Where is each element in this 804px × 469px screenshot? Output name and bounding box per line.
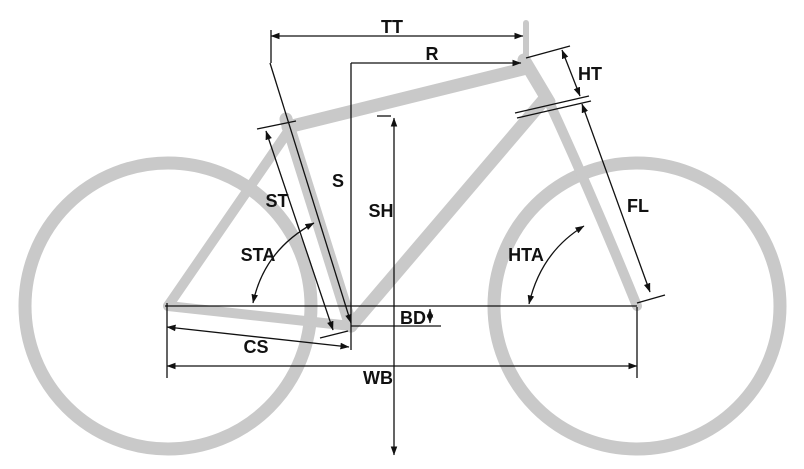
label-head-tube-angle: HTA bbox=[508, 245, 544, 265]
head-tube-angle-arc bbox=[527, 225, 585, 305]
label-standover: SH bbox=[368, 201, 393, 221]
top-tube bbox=[281, 62, 530, 134]
dimension-labels: TT R HT FL S SH ST STA HTA CS BD WB bbox=[241, 17, 649, 388]
label-seat-tube-angle: STA bbox=[241, 245, 276, 265]
label-reach: R bbox=[426, 44, 439, 64]
seat-tube-tick-top bbox=[256, 120, 297, 130]
label-fork-length: FL bbox=[627, 196, 649, 216]
label-wheelbase: WB bbox=[363, 368, 393, 388]
seat-tube-angle-arc bbox=[251, 222, 315, 304]
label-chainstay: CS bbox=[243, 337, 268, 357]
label-stack: S bbox=[332, 171, 344, 191]
head-tube-tick-top bbox=[525, 45, 571, 59]
seat-tube-tick-bottom bbox=[319, 330, 349, 339]
head-tube-tick-bottom-1 bbox=[514, 95, 590, 114]
dimension-lines bbox=[165, 30, 666, 456]
head-tube-dimension bbox=[561, 49, 581, 97]
fork-length-tick-bottom bbox=[636, 294, 666, 304]
head-tube-tick-bottom-2 bbox=[516, 100, 592, 119]
chain-stay bbox=[163, 301, 356, 331]
fork-length-dimension bbox=[581, 103, 651, 293]
bike-graphic bbox=[18, 20, 787, 456]
label-top-tube: TT bbox=[381, 17, 403, 37]
label-seat-tube: ST bbox=[265, 191, 288, 211]
down-tube bbox=[344, 94, 550, 333]
label-head-tube: HT bbox=[578, 64, 602, 84]
label-bb-drop: BD bbox=[400, 308, 426, 328]
head-tube bbox=[517, 53, 556, 109]
seat-tube bbox=[279, 112, 358, 333]
chainstay-dimension bbox=[166, 324, 350, 350]
